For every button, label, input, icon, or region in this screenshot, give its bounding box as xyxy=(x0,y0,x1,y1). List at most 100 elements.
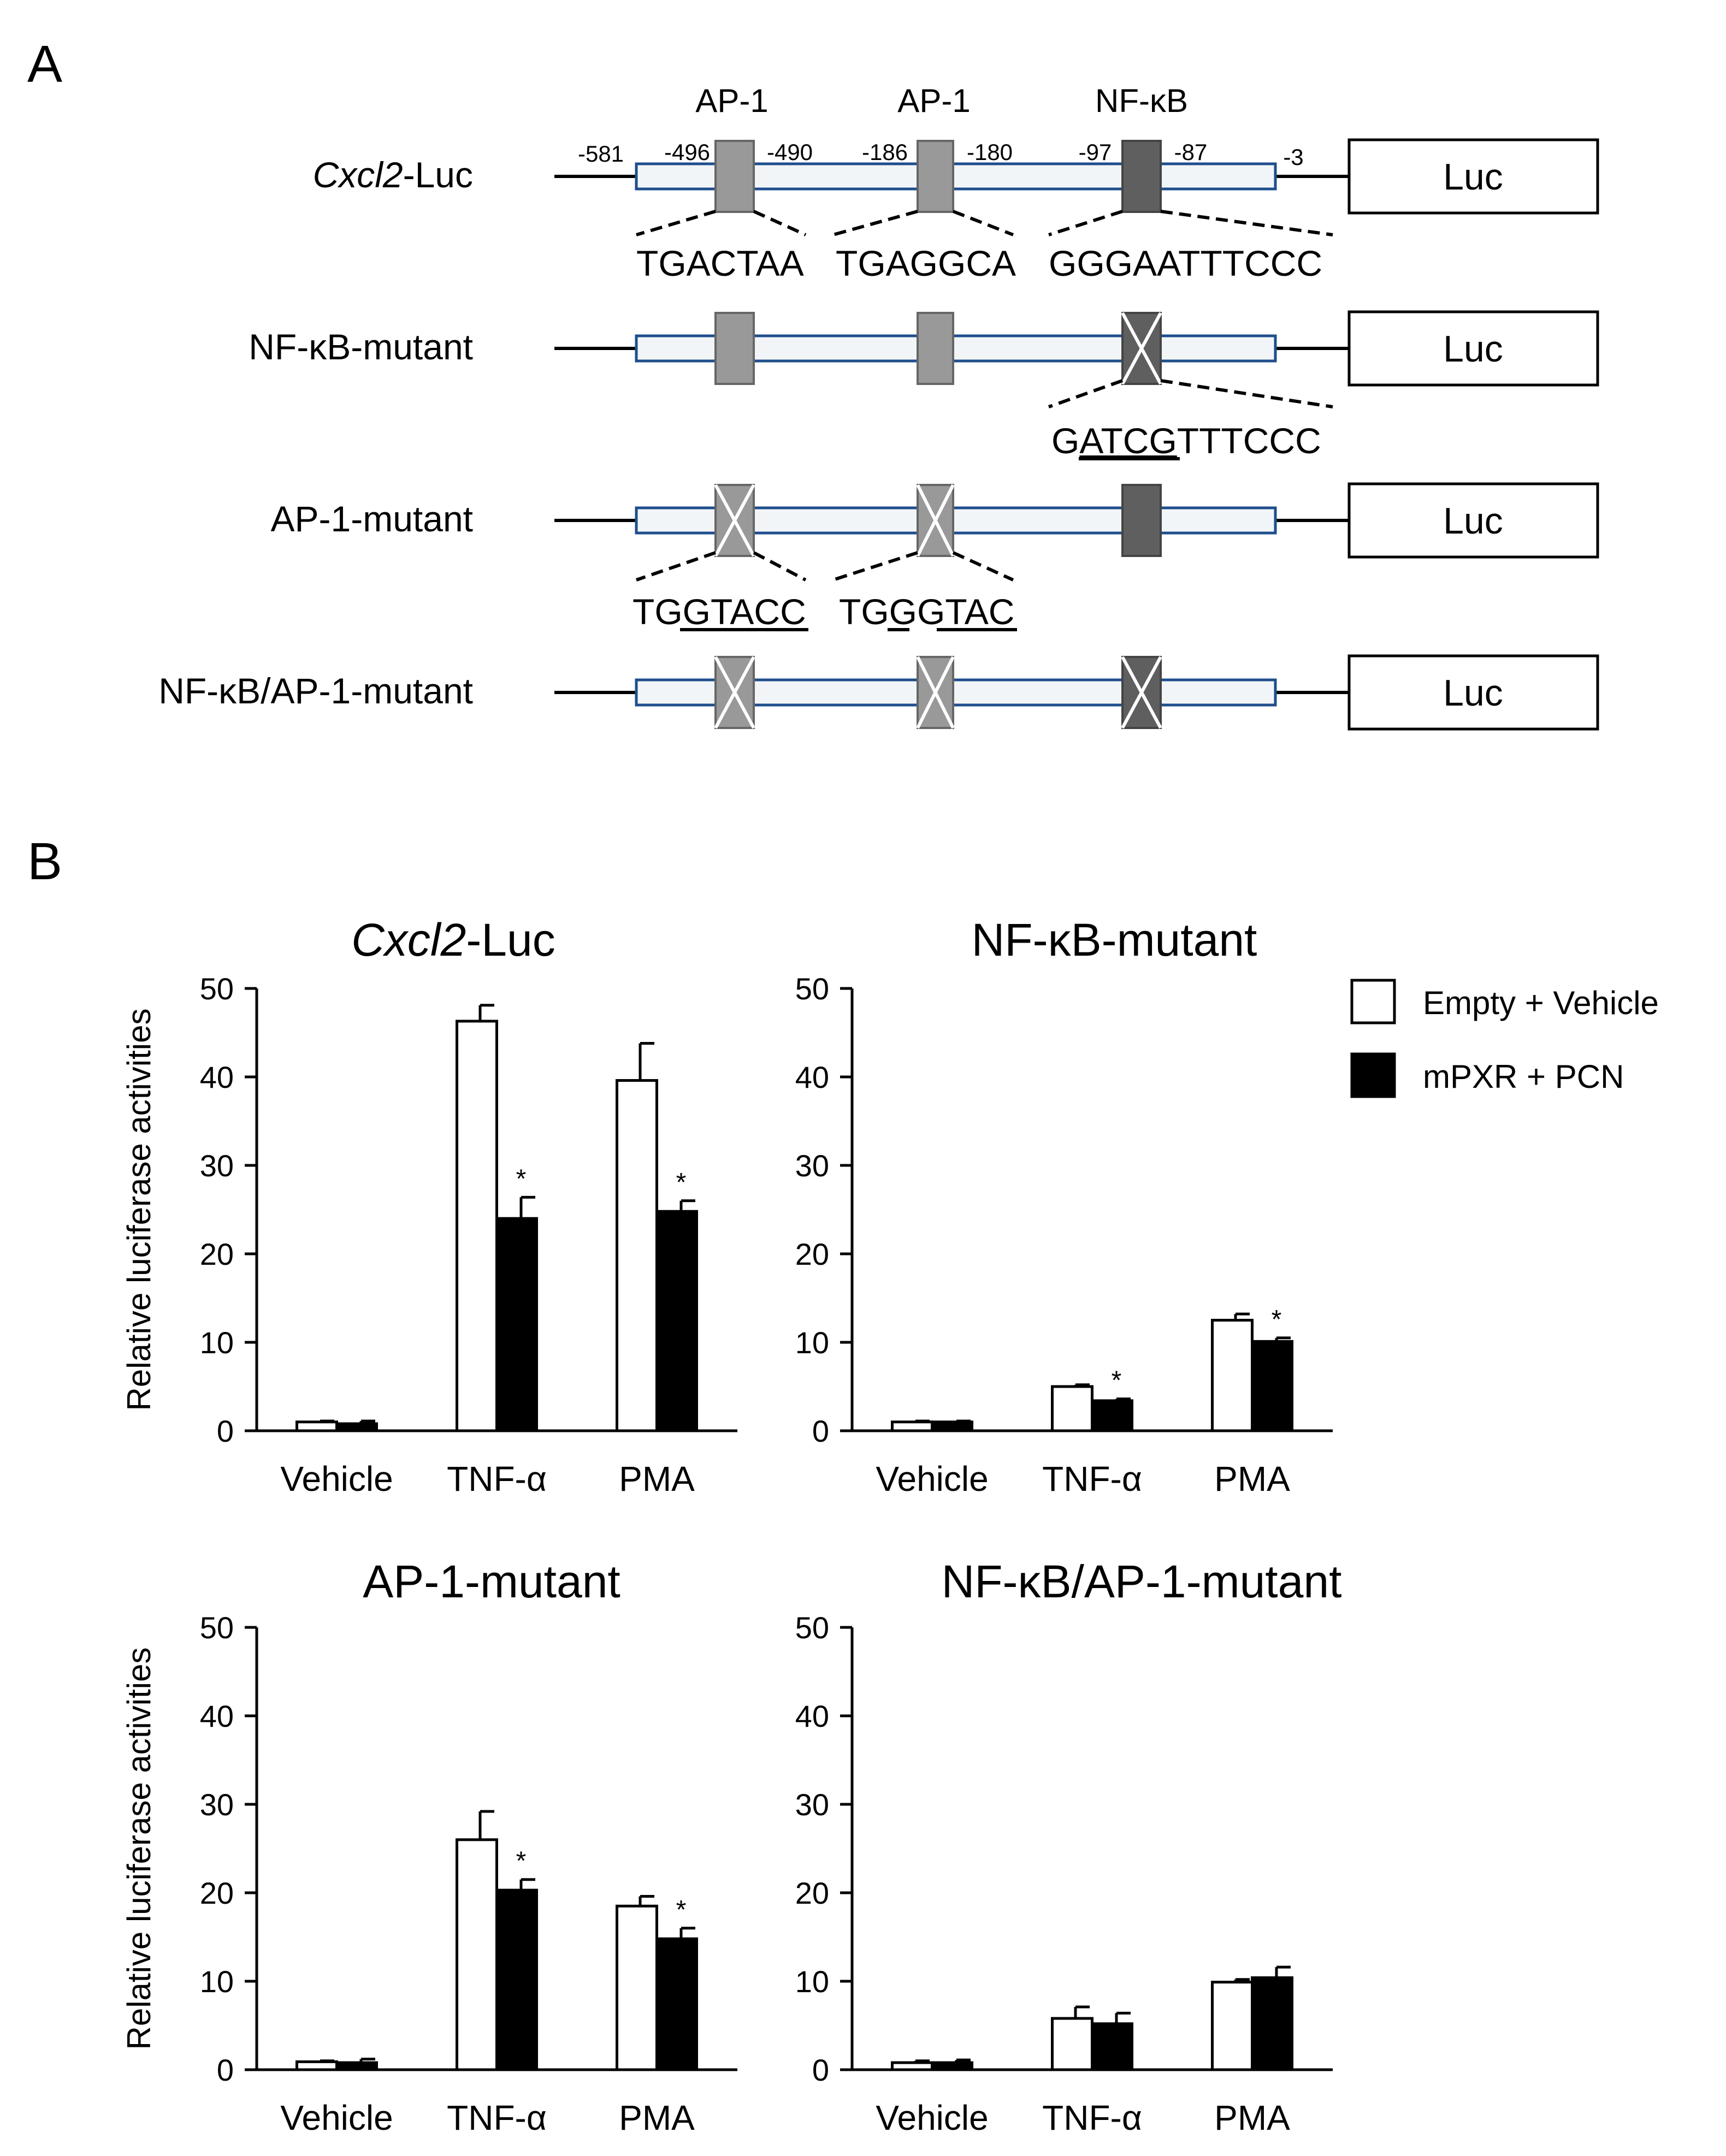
x-tick-label: Vehicle xyxy=(876,1459,988,1498)
bar xyxy=(931,1420,973,1432)
bar xyxy=(1051,2017,1093,2071)
construct-label-ap1-mutant: AP-1-mutant xyxy=(271,499,473,539)
panel-b-letter: B xyxy=(27,832,62,891)
y-tick-label: 10 xyxy=(200,1325,234,1360)
y-tick-label: 20 xyxy=(795,1237,829,1271)
bar xyxy=(655,1210,698,1432)
construct-label-nfkb-mutant: NF-κB-mutant xyxy=(249,327,473,367)
mutation-cross xyxy=(714,484,755,557)
position-label: -3 xyxy=(1283,144,1303,170)
bar xyxy=(931,2061,973,2071)
x-tick-label: TNF-α xyxy=(447,1459,547,1498)
y-tick-label: 10 xyxy=(795,1325,829,1360)
significance-mark: * xyxy=(1272,1305,1282,1334)
bar xyxy=(891,1420,933,1432)
chart-title: AP-1-mutant xyxy=(363,1556,620,1607)
bar xyxy=(655,1937,698,2071)
mutation-cross xyxy=(714,656,755,729)
y-tick-label: 30 xyxy=(200,1787,234,1822)
y-tick-label: 0 xyxy=(217,2053,234,2087)
y-tick-label: 40 xyxy=(200,1060,234,1094)
position-label: -97 xyxy=(1079,139,1112,165)
legend-label-empty-vehicle: Empty + Vehicle xyxy=(1423,985,1659,1021)
y-tick-label: 50 xyxy=(795,972,829,1006)
x-tick-label: PMA xyxy=(619,2098,695,2137)
luciferase-box xyxy=(1347,138,1599,215)
bar xyxy=(1051,1385,1093,1432)
ap1-mutant-sequence-proximal: TGGGTAC xyxy=(839,591,1014,632)
luciferase-label: Luc xyxy=(1443,500,1503,542)
bar xyxy=(456,1838,498,2071)
y-tick-label: 50 xyxy=(200,1610,234,1645)
ap1-mutant-connectors xyxy=(636,551,1014,582)
x-tick-label: PMA xyxy=(619,1459,695,1498)
panel-a-letter: A xyxy=(27,35,62,93)
position-label: -87 xyxy=(1174,139,1208,165)
ap1-site-box xyxy=(917,312,954,385)
construct-row: Luc xyxy=(554,138,1599,215)
x-tick-label: TNF-α xyxy=(1042,2098,1142,2137)
luciferase-box xyxy=(1347,482,1599,559)
y-tick-label: 0 xyxy=(217,1414,234,1448)
panel-a: A AP-1 AP-1 NF-κB -581 -496 -490 -186 -1… xyxy=(27,35,1599,731)
y-tick-label: 10 xyxy=(795,1964,829,1999)
luciferase-box xyxy=(1347,654,1599,731)
wt-sequence-connectors xyxy=(636,210,1333,236)
mutation-cross xyxy=(1121,656,1162,729)
bar xyxy=(616,1079,658,1432)
wt-sequence-ap1-proximal: TGAGGCA xyxy=(836,243,1016,283)
wt-sequence-nfkb: GGGAATTTCCC xyxy=(1049,243,1322,283)
construct-label-double-mutant: NF-κB/AP-1-mutant xyxy=(158,671,473,711)
legend-swatch-empty-vehicle xyxy=(1350,979,1396,1024)
y-tick-label: 10 xyxy=(200,1964,234,1999)
bar xyxy=(1091,2022,1133,2071)
significance-mark: * xyxy=(676,1896,687,1924)
site-label-ap1-distal: AP-1 xyxy=(695,82,768,119)
nfkb-mutant-connectors xyxy=(1048,379,1333,408)
y-tick-label: 40 xyxy=(795,1060,829,1094)
bar xyxy=(295,1420,338,1432)
construct-row: Luc xyxy=(554,654,1599,731)
position-label: -581 xyxy=(578,141,624,167)
luciferase-label: Luc xyxy=(1443,328,1503,370)
significance-mark: * xyxy=(1112,1366,1122,1395)
bar xyxy=(456,1020,498,1432)
construct-row: Luc xyxy=(554,482,1599,559)
x-tick-label: TNF-α xyxy=(1042,1459,1142,1498)
mutation-cross xyxy=(916,656,955,729)
ap1-site-box xyxy=(917,140,954,213)
significance-mark: * xyxy=(516,1847,527,1876)
chart-title: NF-κB-mutant xyxy=(972,914,1257,966)
bar xyxy=(616,1904,658,2071)
bar xyxy=(1211,1319,1254,1432)
chart-title: Cxcl2-Luc xyxy=(351,914,555,966)
bar xyxy=(1251,1976,1293,2071)
position-label: -186 xyxy=(862,139,908,165)
y-tick-label: 40 xyxy=(200,1699,234,1733)
y-axis-label: Relative luciferase activities xyxy=(121,1648,157,2050)
ap1-site-box xyxy=(714,140,755,213)
nfkb-site-box xyxy=(1121,140,1162,213)
bar xyxy=(295,2060,338,2071)
luciferase-box xyxy=(1347,310,1599,387)
mutation-cross xyxy=(916,484,955,557)
bar xyxy=(1211,1981,1254,2071)
nfkb-mutant-sequence: GATCGTTTCCC xyxy=(1051,420,1321,461)
significance-mark: * xyxy=(676,1168,687,1197)
bar xyxy=(891,2061,933,2071)
x-tick-label: PMA xyxy=(1214,2098,1290,2137)
y-tick-label: 50 xyxy=(795,1610,829,1645)
y-tick-label: 30 xyxy=(795,1787,829,1822)
site-label-ap1-proximal: AP-1 xyxy=(897,82,970,119)
bar xyxy=(1251,1340,1293,1432)
x-tick-label: PMA xyxy=(1214,1459,1290,1498)
bar xyxy=(495,1217,538,1432)
bar xyxy=(1091,1399,1133,1432)
bar xyxy=(335,1422,378,1432)
ap1-mutant-sequence-distal: TGGTACC xyxy=(633,591,806,632)
